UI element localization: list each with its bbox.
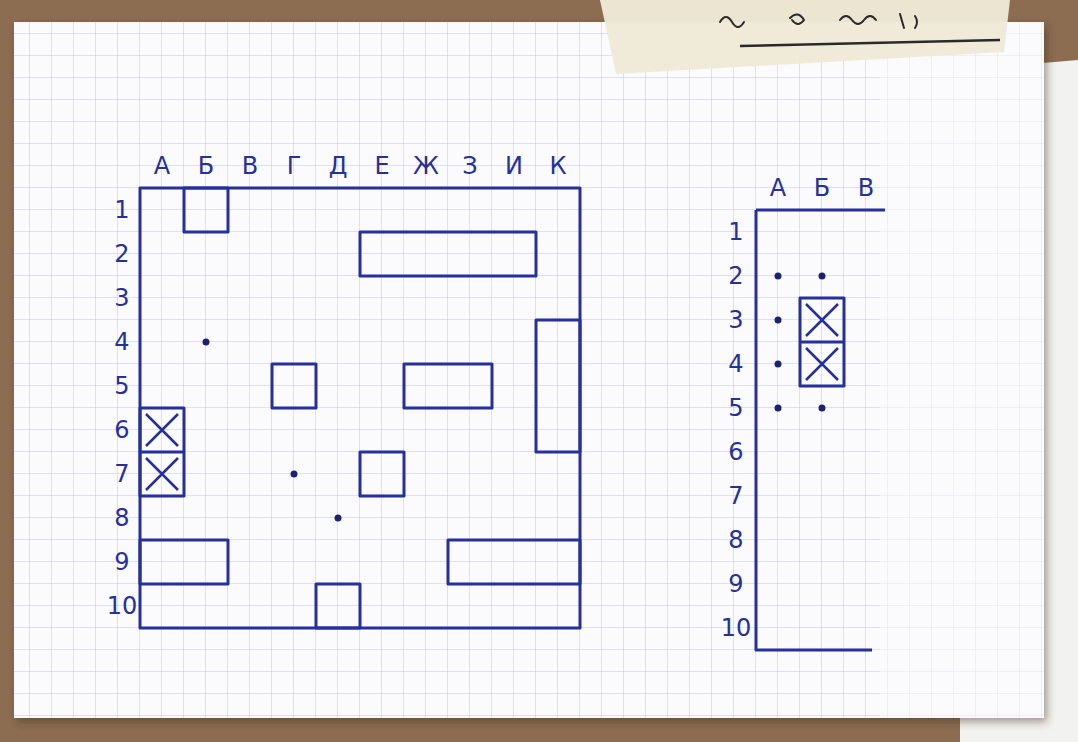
own-board — [140, 188, 580, 628]
ship — [536, 320, 580, 452]
column-letter: Ж — [413, 154, 439, 178]
miss-dot — [819, 273, 826, 280]
miss-dots — [775, 273, 826, 412]
column-letter: З — [462, 154, 477, 178]
paper-glare — [880, 22, 1044, 718]
row-number: 5 — [728, 396, 743, 420]
row-number: 9 — [728, 572, 743, 596]
hit-ship — [140, 408, 184, 496]
row-number: 8 — [728, 528, 743, 552]
column-letter: Б — [198, 154, 214, 178]
row-number: 1 — [728, 220, 743, 244]
ship — [360, 232, 536, 276]
row-number: 7 — [728, 484, 743, 508]
hit-cross — [146, 414, 178, 490]
row-number: 4 — [728, 352, 743, 376]
column-letter: К — [549, 154, 566, 178]
column-letter: Д — [329, 154, 348, 178]
ship — [272, 364, 316, 408]
tape-strip — [600, 0, 1010, 74]
row-number: 8 — [114, 506, 129, 530]
miss-dot — [335, 515, 342, 522]
row-number: 2 — [728, 264, 743, 288]
underline — [740, 40, 1000, 46]
miss-dot — [291, 471, 298, 478]
column-letter: В — [242, 154, 258, 178]
row-number: 2 — [114, 242, 129, 266]
ship — [184, 188, 228, 232]
row-number: 3 — [728, 308, 743, 332]
hit-ship — [800, 298, 844, 386]
column-letter: И — [505, 154, 523, 178]
miss-dots — [203, 339, 342, 522]
ship — [316, 584, 360, 628]
hit-cross — [806, 304, 838, 380]
enemy-board — [756, 210, 885, 650]
row-number: 7 — [114, 462, 129, 486]
row-number: 1 — [114, 198, 129, 222]
miss-dot — [775, 317, 782, 324]
row-number: 10 — [721, 616, 752, 640]
ship-divider — [140, 451, 184, 454]
miss-dot — [775, 361, 782, 368]
handwriting-scribble — [720, 14, 917, 28]
paper-sheet — [14, 22, 1044, 718]
ship — [360, 452, 404, 496]
row-number: 6 — [114, 418, 129, 442]
column-letter: А — [154, 154, 170, 178]
miss-dot — [819, 405, 826, 412]
miss-dot — [775, 405, 782, 412]
ship — [140, 540, 228, 584]
column-letter: В — [858, 176, 874, 200]
miss-dot — [203, 339, 210, 346]
graph-grid — [14, 22, 1044, 718]
row-number: 3 — [114, 286, 129, 310]
board-frame — [756, 210, 885, 650]
row-number: 9 — [114, 550, 129, 574]
row-number: 5 — [114, 374, 129, 398]
ship-divider — [800, 341, 844, 344]
ship — [448, 540, 580, 584]
column-letter: А — [770, 176, 786, 200]
column-letter: Е — [374, 154, 389, 178]
column-letter: Б — [814, 176, 830, 200]
column-letter: Г — [287, 154, 302, 178]
miss-dot — [775, 273, 782, 280]
row-number: 6 — [728, 440, 743, 464]
row-number: 10 — [107, 594, 138, 618]
ship — [404, 364, 492, 408]
board-frame — [140, 188, 580, 628]
row-number: 4 — [114, 330, 129, 354]
